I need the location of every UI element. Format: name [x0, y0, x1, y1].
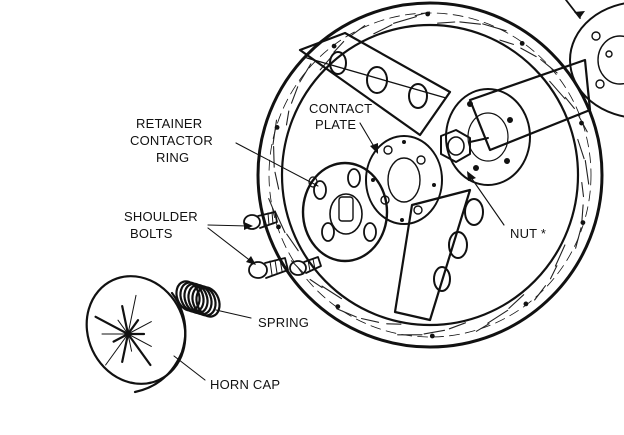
horn-cap	[85, 275, 187, 394]
steering-wheel-rim	[256, 1, 604, 349]
wood-grain-stroke	[459, 21, 481, 25]
partial-hub-part	[565, 0, 624, 118]
wood-grain-stroke	[309, 278, 323, 289]
spring-coil	[195, 286, 221, 318]
wood-grain-stroke	[487, 309, 509, 324]
rim-rivet	[579, 120, 584, 126]
horn-cap-ray	[126, 319, 140, 336]
wood-grain-stroke	[274, 210, 286, 234]
rim-rivet	[276, 224, 281, 230]
label-shoulder-2: BOLTS	[130, 226, 173, 241]
wood-grain-stroke	[321, 285, 343, 300]
wood-grain-stroke	[581, 204, 584, 223]
label-contact-plate-2: PLATE	[315, 117, 356, 132]
wood-grain-stroke	[482, 23, 507, 32]
rim-rivet	[331, 43, 337, 49]
wood-grain-stroke	[475, 323, 490, 332]
wood-grain	[268, 11, 590, 336]
wood-grain-stroke	[360, 317, 380, 323]
wood-grain-stroke	[333, 40, 345, 53]
labels: RETAINER CONTACTOR RING CONTACT PLATE SH…	[124, 101, 546, 392]
rim-rivet	[429, 333, 435, 339]
horn-cap-pattern	[94, 294, 152, 367]
wood-grain-stroke	[549, 265, 558, 280]
spring	[175, 280, 221, 318]
wood-grain-stroke	[423, 329, 446, 335]
horn-cap-ray	[127, 321, 152, 335]
horn-cap-ray	[121, 332, 130, 363]
horn-cap-ray	[127, 294, 137, 335]
horn-cap-ray	[117, 319, 129, 335]
spring-coil	[187, 283, 213, 316]
horn-cap-ray	[127, 333, 133, 352]
horn-cap-ray	[127, 333, 152, 347]
label-retainer-1: RETAINER	[136, 116, 202, 131]
label-retainer-2: CONTACTOR	[130, 133, 213, 148]
wood-grain-stroke	[581, 182, 585, 198]
rim-rivet	[519, 41, 525, 46]
label-nut: NUT *	[510, 226, 546, 241]
label-contact-plate-1: CONTACT	[309, 101, 372, 116]
wood-grain-stroke	[437, 21, 456, 24]
label-retainer-3: RING	[156, 150, 189, 165]
wood-grain-stroke	[575, 227, 582, 249]
wood-grain-stroke	[286, 233, 299, 252]
wood-grain-stroke	[520, 47, 537, 58]
horn-cap-ray	[126, 332, 152, 367]
horn-cap-ray	[112, 332, 130, 343]
shoulder-bolt-2	[248, 257, 289, 279]
horn-cap-ray	[105, 333, 129, 366]
wood-grain-stroke	[554, 244, 566, 267]
rim-rivet	[425, 11, 431, 17]
wood-grain-stroke	[448, 322, 467, 330]
wood-grain-stroke	[290, 86, 299, 104]
rim-rivet	[274, 125, 280, 130]
label-shoulder-1: SHOULDER	[124, 209, 198, 224]
wood-grain-stroke	[564, 96, 575, 110]
label-horn-cap: HORN CAP	[210, 377, 280, 392]
wood-grain-stroke	[584, 159, 590, 185]
wood-grain-stroke	[274, 171, 280, 190]
wood-grain-stroke	[349, 25, 366, 37]
wood-grain-stroke	[373, 24, 393, 35]
wood-grain-stroke	[272, 119, 278, 145]
wood-grain-stroke	[285, 110, 290, 126]
nut	[440, 129, 489, 163]
wood-grain-stroke	[508, 294, 525, 309]
rim-rivet	[335, 304, 341, 309]
spring-coil	[191, 285, 217, 317]
wood-grain-stroke	[273, 145, 275, 168]
wood-grain-stroke	[336, 308, 357, 318]
wood-grain-stroke	[499, 39, 514, 45]
shoulder-bolt-3	[289, 256, 322, 276]
rim-rivets	[274, 11, 586, 339]
rim-rivet	[523, 301, 529, 307]
wood-grain-stroke	[268, 198, 275, 213]
horn-cap-ray	[121, 305, 130, 336]
wood-grain-stroke	[577, 138, 585, 160]
label-spring: SPRING	[258, 315, 309, 330]
horn-cap-ray	[94, 315, 130, 336]
rim-rivet	[580, 220, 586, 226]
leader-lines	[173, 122, 505, 381]
wood-grain-stroke	[534, 285, 547, 301]
wood-grain-stroke	[393, 16, 417, 24]
wood-grain-stroke	[299, 63, 312, 83]
steering-wheel-spokes	[298, 31, 592, 322]
retainer-contactor-ring	[301, 161, 389, 263]
wood-grain-stroke	[549, 80, 566, 100]
